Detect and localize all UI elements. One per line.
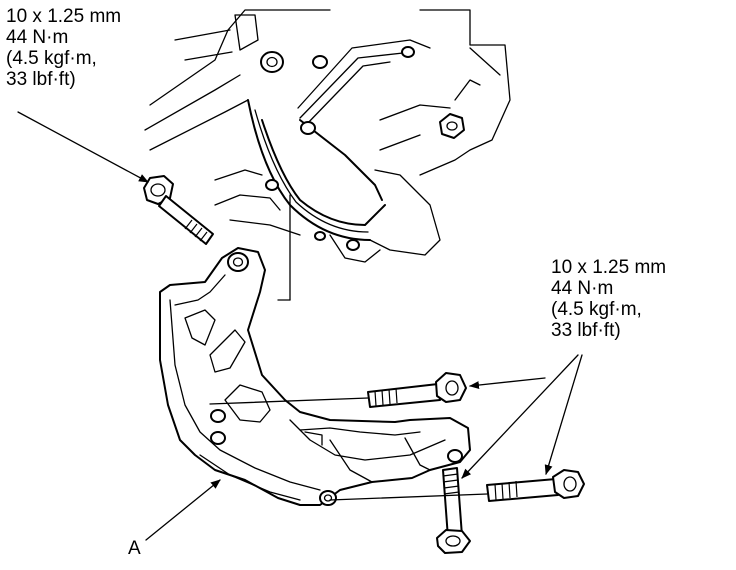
leader-lower-right-bolt	[544, 354, 583, 475]
torque-callout-upper: 10 x 1.25 mm 44 N·m (4.5 kgf·m, 33 lbf·f…	[6, 6, 121, 90]
bolt-upper-left	[143, 175, 214, 245]
bolt-size-label: 10 x 1.25 mm	[551, 257, 667, 278]
torque-lbfft-label: 33 lbf·ft)	[6, 69, 76, 90]
bolt-middle-horizontal	[367, 372, 467, 408]
torque-callout-lower: 10 x 1.25 mm 44 N·m (4.5 kgf·m, 33 lbf·f…	[551, 257, 666, 341]
block-bolt-head	[439, 113, 465, 139]
bracket-a	[159, 247, 471, 506]
torque-nm-label: 44 N·m	[6, 27, 69, 48]
bolt-lower-vertical	[436, 467, 471, 554]
torque-nm-label: 44 N·m	[551, 278, 614, 299]
alignment-line-middle	[209, 397, 369, 405]
alignment-line-lower	[329, 493, 488, 501]
leader-upper-bolt	[17, 111, 149, 183]
bolt-size-label: 10 x 1.25 mm	[6, 6, 122, 27]
leader-middle-bolt	[469, 377, 546, 390]
torque-lbfft-label: 33 lbf·ft)	[551, 320, 621, 341]
torque-kgfm-label: (4.5 kgf·m,	[551, 299, 642, 320]
leader-bracket-a	[145, 479, 221, 541]
bolt-lower-right	[486, 469, 585, 502]
engine-block	[144, 9, 511, 301]
leader-vertical-bolt	[461, 354, 579, 479]
part-label-a: A	[128, 538, 141, 559]
torque-kgfm-label: (4.5 kgf·m,	[6, 48, 97, 69]
